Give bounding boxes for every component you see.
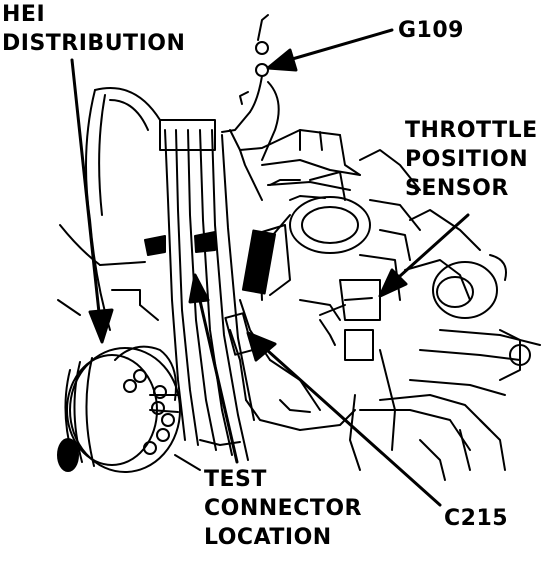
throttle-position-sensor (339, 209, 507, 361)
tps-label-line-2: POSITION (405, 147, 529, 172)
test-label-line-3: LOCATION (204, 525, 332, 550)
callout-arrows (70, 28, 470, 507)
test-connector-location-label: TEST CONNECTOR LOCATION (204, 465, 362, 552)
test-label-line-2: CONNECTOR (204, 496, 362, 521)
hei-label-line-1: HEI (2, 2, 46, 27)
c215-label-text: C215 (444, 506, 509, 531)
tps-label-line-1: THROTTLE (405, 118, 538, 143)
ground-g109 (221, 14, 280, 161)
right-side-hoses (349, 329, 541, 481)
housing-outline (57, 87, 161, 331)
throttle-body-area (229, 129, 421, 301)
test-label-line-1: TEST (204, 467, 267, 492)
g109-label-text: G109 (398, 18, 464, 43)
plug-wire-bundle (144, 119, 255, 461)
g109-label: G109 (398, 16, 464, 45)
tps-label-line-3: SENSOR (405, 176, 509, 201)
c215-label: C215 (444, 504, 508, 533)
hei-label-line-2: DISTRIBUTION (2, 31, 186, 56)
hei-distribution-label: HEI DISTRIBUTION (2, 0, 185, 58)
hei-distributor-cap (57, 345, 181, 473)
lower-engine-body (174, 299, 356, 471)
throttle-position-sensor-label: THROTTLE POSITION SENSOR (405, 116, 538, 203)
